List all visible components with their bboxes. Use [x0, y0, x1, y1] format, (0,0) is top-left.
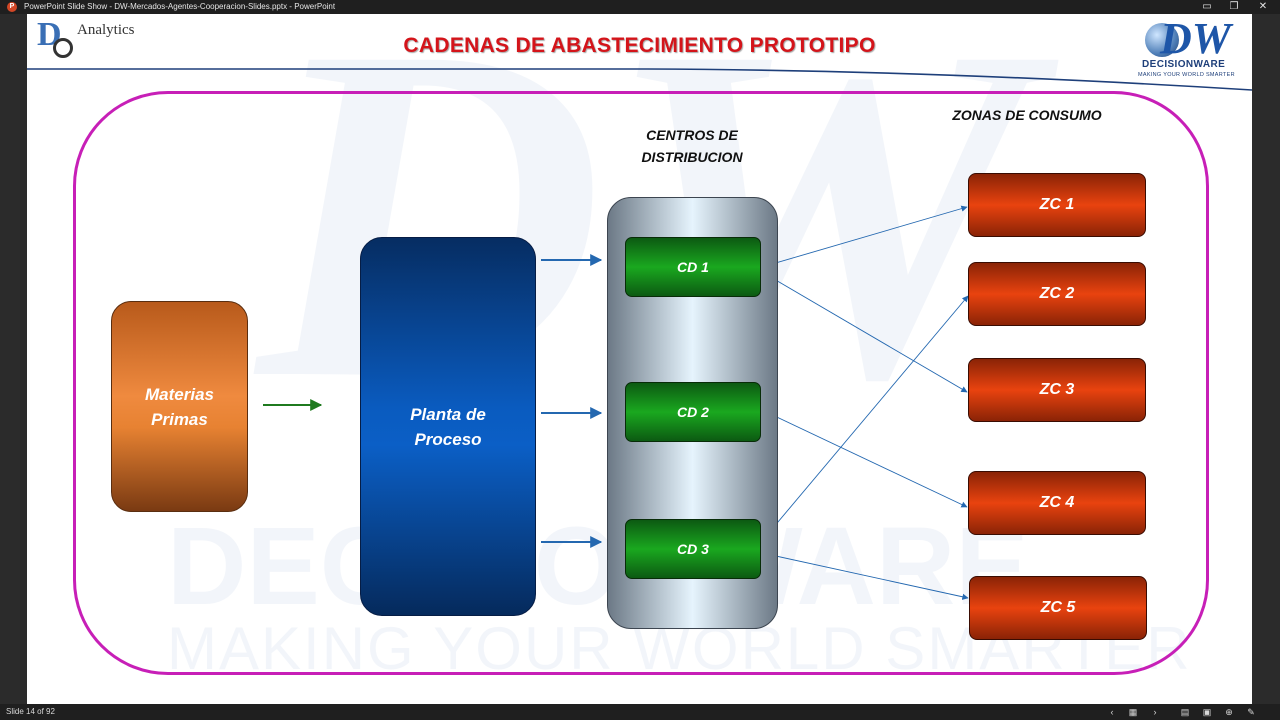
zc-2-box[interactable]: ZC 2	[968, 262, 1146, 326]
planta-line-2: Proceso	[414, 429, 482, 449]
watermark-brand: DECISIONWARE	[167, 505, 1029, 628]
slide-sorter-icon[interactable]: ▦	[1128, 707, 1138, 717]
arrow-cd3-zc5	[761, 552, 969, 600]
maximize-icon[interactable]: ❐	[1229, 1, 1239, 12]
planta-line-1: Planta de	[410, 404, 486, 424]
globe-icon	[1145, 23, 1179, 57]
arrow-cd3-zc2	[761, 295, 969, 542]
next-icon[interactable]: ›	[1153, 707, 1157, 717]
materias-line-2: Primas	[151, 409, 208, 429]
zc-1-box[interactable]: ZC 1	[968, 173, 1146, 237]
pen-icon[interactable]: ✎	[1247, 707, 1255, 717]
restore-icon[interactable]: ▭	[1202, 1, 1212, 12]
do-analytics-logo: D Analytics	[37, 16, 147, 60]
header-zonas: ZONAS DE CONSUMO	[952, 107, 1102, 123]
arrow-cd2-zc4	[761, 409, 968, 508]
slide-title: CADENAS DE ABASTECIMIENTO PROTOTIPO	[403, 34, 876, 57]
display-settings-icon[interactable]: ▤	[1180, 707, 1190, 717]
zc-5-box[interactable]: ZC 5	[969, 576, 1147, 640]
logo-dw-letters: DW	[1160, 14, 1231, 63]
close-icon[interactable]: ✕	[1258, 1, 1268, 12]
more-icon[interactable]: ▣	[1202, 707, 1212, 717]
planta-proceso-box[interactable]: Planta de Proceso	[360, 237, 536, 616]
cd-1-box[interactable]: CD 1	[625, 237, 761, 297]
zc-4-box[interactable]: ZC 4	[968, 471, 1146, 535]
cd-2-box[interactable]: CD 2	[625, 382, 761, 442]
logo-brand-name: DECISIONWARE	[1142, 59, 1226, 70]
cd-3-box[interactable]: CD 3	[625, 519, 761, 579]
zc-3-box[interactable]: ZC 3	[968, 358, 1146, 422]
zoom-icon[interactable]: ⊕	[1225, 707, 1233, 717]
slideshow-status-bar: Slide 14 of 92 ‹ ▦ › ▤ ▣ ⊕ ✎	[0, 704, 1280, 720]
previous-icon[interactable]: ‹	[1110, 707, 1114, 717]
slide-canvas[interactable]: DW DECISIONWARE MAKING YOUR WORLD SMARTE…	[27, 14, 1252, 704]
header-centros-line-2: DISTRIBUCION	[641, 149, 743, 165]
arrow-cd1-zc3	[761, 271, 968, 393]
slide-counter: Slide 14 of 92	[6, 707, 55, 716]
flow-arrows	[263, 205, 969, 600]
header-centros: CENTROS DE DISTRIBUCION	[617, 124, 767, 168]
arrow-cd1-zc1	[761, 205, 968, 268]
materias-primas-box[interactable]: Materias Primas	[111, 301, 248, 512]
decisionware-logo: DW DECISIONWARE MAKING YOUR WORLD SMARTE…	[1130, 14, 1248, 81]
header-centros-line-1: CENTROS DE	[646, 127, 738, 143]
logo-analytics-text: Analytics	[77, 22, 135, 38]
logo-tagline: MAKING YOUR WORLD SMARTER	[1138, 72, 1235, 78]
header-divider	[27, 68, 1252, 91]
window-title: PowerPoint Slide Show - DW-Mercados-Agen…	[24, 2, 336, 11]
window-title-bar: P PowerPoint Slide Show - DW-Mercados-Ag…	[0, 0, 1280, 14]
powerpoint-icon: P	[7, 2, 17, 12]
materias-line-1: Materias	[145, 384, 214, 404]
diagram-frame	[73, 91, 1209, 675]
logo-o-ring-icon	[53, 38, 73, 58]
